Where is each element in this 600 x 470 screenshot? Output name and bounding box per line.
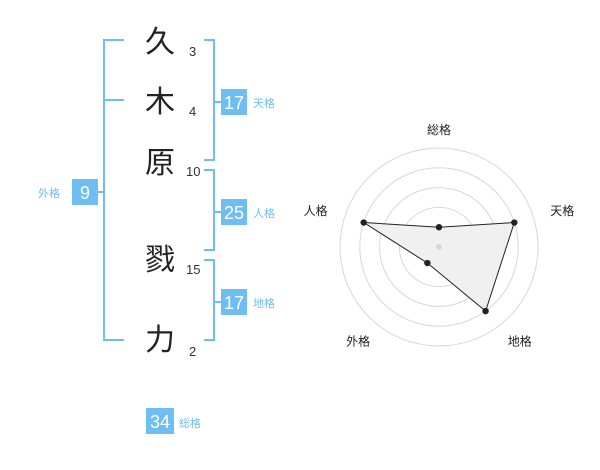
gaikaku-bracket [103,39,124,341]
stroke-count-5: 2 [189,344,196,359]
radar-axis-label-4: 人格 [304,203,328,218]
gaikaku-value-box [72,179,98,205]
gaikaku-label: 外格 [38,186,60,200]
chikaku-bracket [204,259,215,341]
chikaku-badge: 17 地格 [214,289,275,315]
tenkaku-label: 天格 [253,96,275,110]
radar-point-2 [482,307,489,315]
jinkaku-value: 25 [224,203,244,223]
tenkaku-value: 17 [224,93,244,113]
radar-ring-4 [359,167,519,327]
chikaku-value: 17 [224,293,244,313]
stroke-count-4: 15 [186,262,200,277]
radar-points [360,219,518,315]
char-3: 原 [145,146,175,181]
radar-ring-5 [339,147,539,347]
stroke-count-2: 4 [189,104,196,119]
tenkaku-value-box [221,89,247,115]
radar-center [436,244,442,250]
brackets [103,39,215,341]
radar-point-0 [435,224,443,231]
char-2: 木 [145,85,175,120]
chikaku-value-box [221,289,247,315]
radar-point-1 [511,219,518,226]
char-5: 力 [145,323,175,358]
char-4: 戮 [145,243,175,278]
jinkaku-bracket [204,169,215,251]
soukaku-value-box [146,408,174,434]
gaikaku-value: 9 [80,183,90,203]
radar-area [363,221,516,312]
name-characters: 久 3 木 4 原 10 戮 15 力 2 [145,25,200,359]
radar-axis-label-3: 外格 [346,334,370,349]
stroke-count-1: 3 [189,44,196,59]
stroke-count-3: 10 [186,164,200,179]
char-1: 久 [145,25,175,60]
soukaku-label: 総格 [179,416,201,430]
tenkaku-badge: 17 天格 [214,89,275,115]
soukaku-value: 34 [150,412,170,432]
soukaku-badge: 34 総格 [146,408,201,434]
radar-axis-label-2: 地格 [508,334,532,349]
radar-point-4 [360,219,367,226]
gaikaku-badge: 外格 9 [38,179,104,205]
tenkaku-bracket [204,39,215,161]
chikaku-label: 地格 [253,296,275,310]
radar-point-3 [424,259,431,267]
jinkaku-value-box [221,199,247,225]
jinkaku-label: 人格 [253,206,275,220]
radar-axis-label-0: 総格 [427,122,451,137]
radar-axis-label-1: 天格 [550,203,574,218]
jinkaku-badge: 25 人格 [214,199,275,225]
